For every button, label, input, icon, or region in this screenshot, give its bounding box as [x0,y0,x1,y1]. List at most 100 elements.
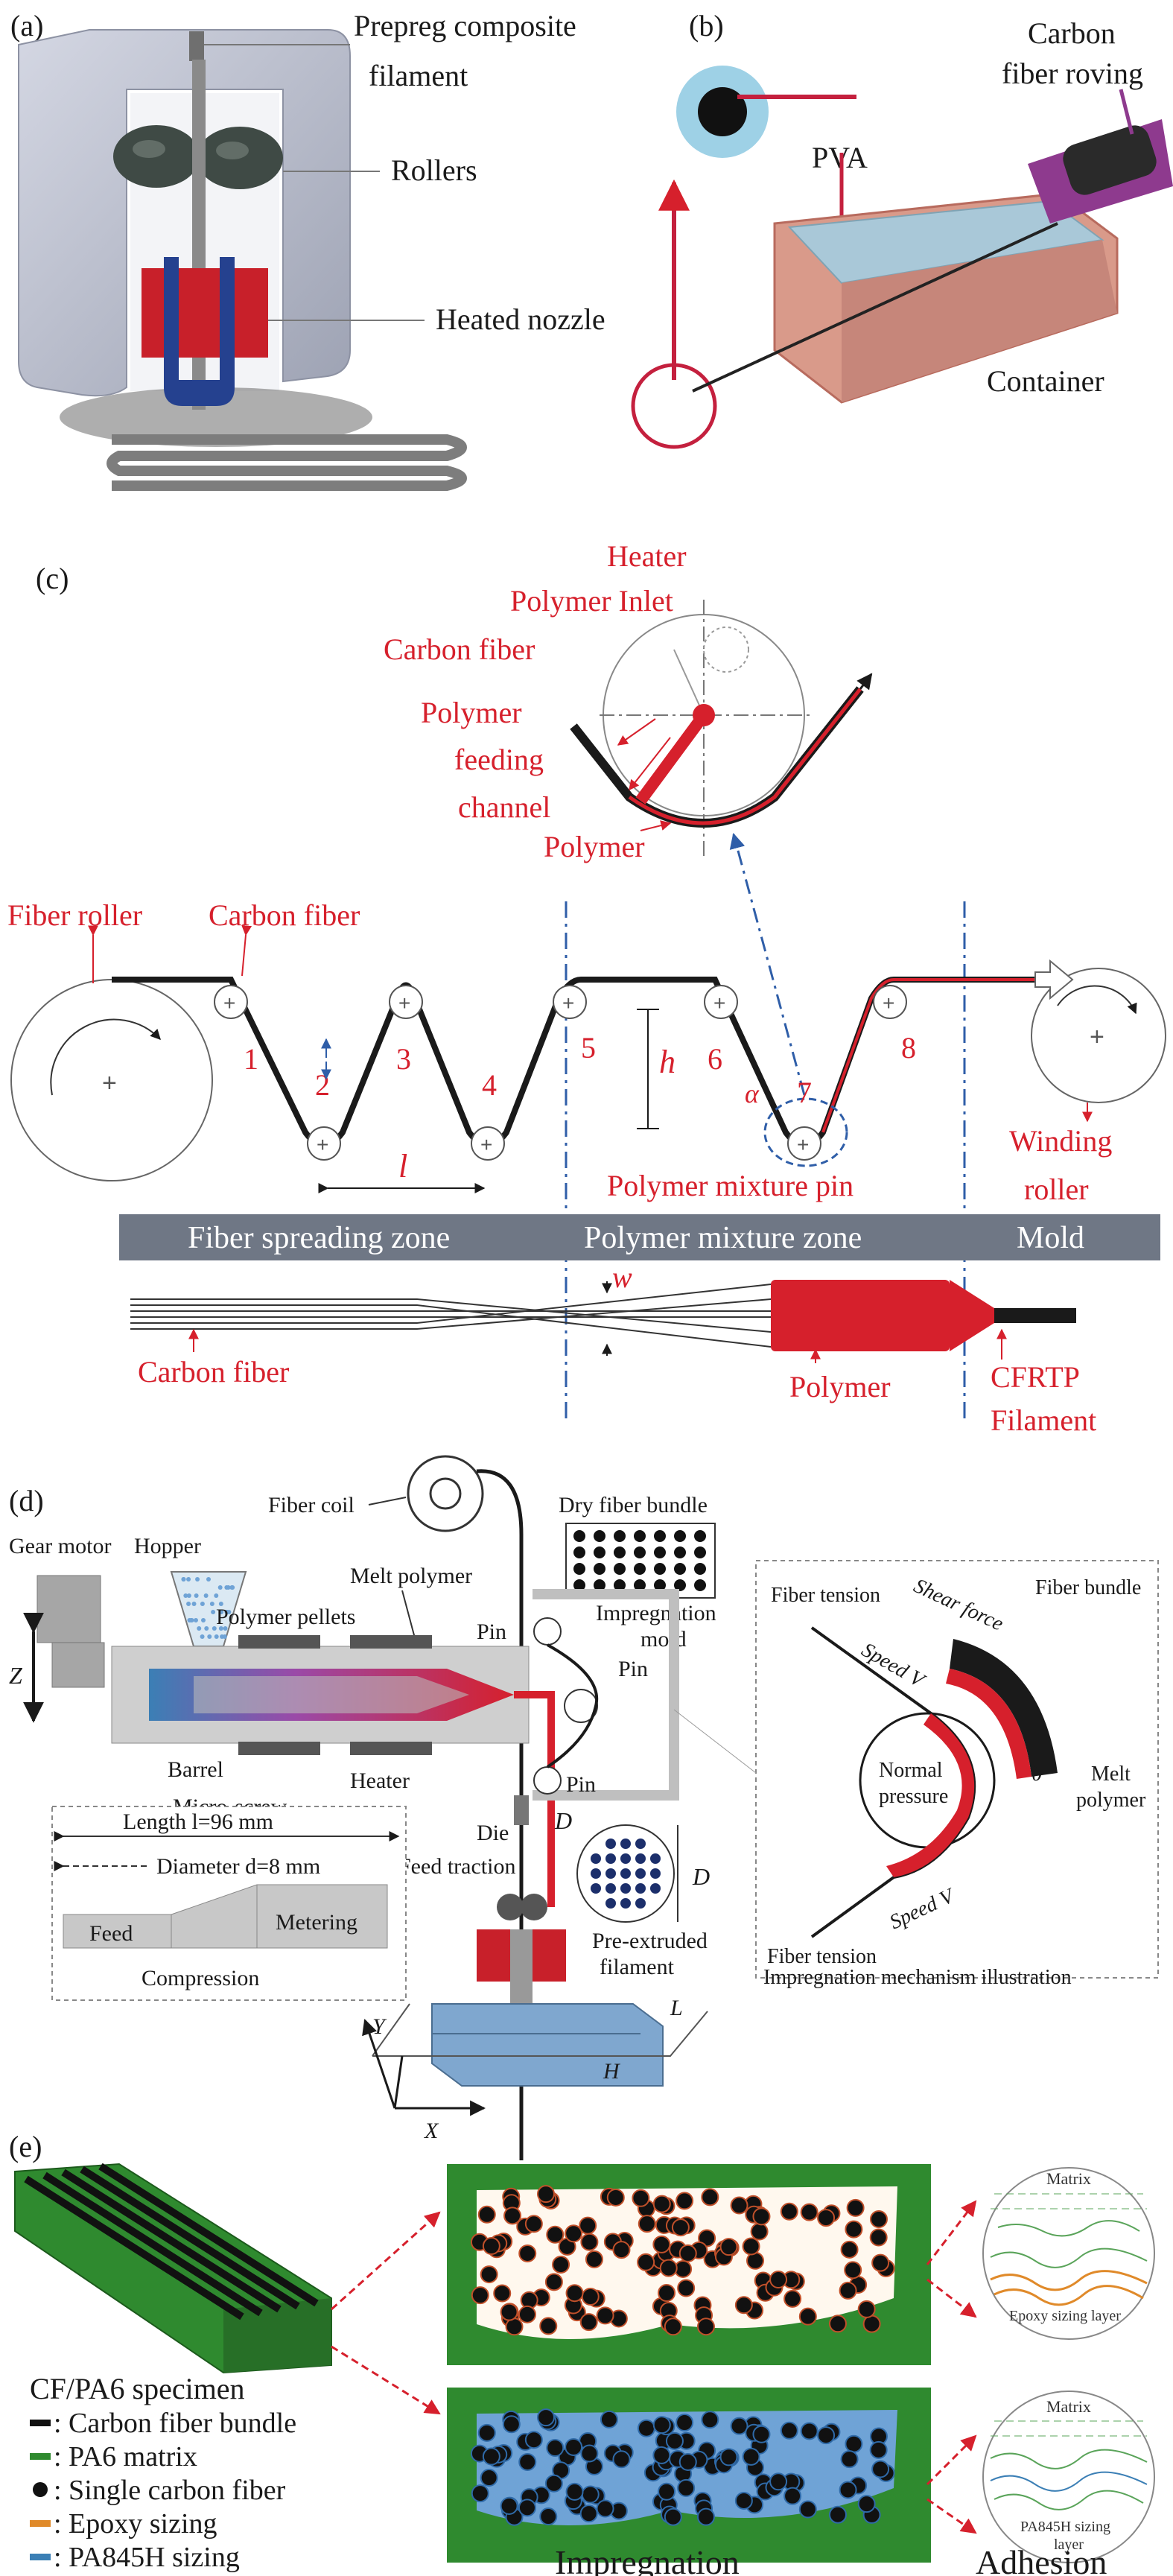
single-fiber-epoxy [500,2303,518,2321]
pin-number-2: 2 [315,1068,330,1102]
filament-label: filament [369,59,468,92]
dry-fiber-dot [654,1563,666,1575]
H-label: H [603,2059,621,2084]
single-fiber-pa845h [546,2439,565,2458]
carbon-fiber-bottom-label: Carbon fiber [138,1355,289,1389]
heated-nozzle-block [142,268,268,358]
single-fiber-pa845h [845,2434,863,2453]
single-fiber-pa845h [677,2478,696,2497]
fiber-bundle-label: Fiber bundle [1035,1576,1141,1599]
fiber-coil-label: Fiber coil [268,1493,355,1517]
pre-extruded-fiber [635,1883,646,1894]
dry-fiber-dot [573,1579,585,1591]
pin-top [533,1617,562,1646]
single-fiber-epoxy [730,2196,748,2215]
single-fiber-epoxy [482,2237,500,2256]
single-fiber-epoxy [546,2225,565,2244]
pins: + + + + + + + + [214,985,907,1161]
feed-zone-label: Feed [89,1921,133,1946]
single-fiber-epoxy [869,2210,888,2229]
single-fiber-epoxy [471,2286,489,2305]
dry-fiber-dot [614,1546,626,1558]
pellet [186,1593,191,1598]
single-fiber-epoxy [652,2195,671,2213]
svg-text:+: + [1090,1023,1104,1051]
pellet [200,1618,206,1622]
fiber-feed-line [476,1469,524,2160]
single-fiber-pa845h [600,2410,618,2429]
panel-c-label: (c) [36,562,69,595]
filament-top [189,31,204,61]
single-fiber-epoxy [828,2315,847,2333]
single-fiber-epoxy [769,2271,788,2289]
polymer-pellets [181,1577,235,1639]
single-fiber-epoxy [742,2237,760,2256]
single-fiber-epoxy [675,2192,694,2210]
pin-2 [307,1126,341,1161]
single-fiber-pa845h [579,2504,598,2523]
single-fiber-pa845h [580,2444,599,2463]
single-fiber-pa845h [596,2499,614,2518]
dry-fiber-dot [614,1563,626,1575]
svg-text:+: + [797,1133,809,1156]
pin-label-1: Pin [477,1619,506,1644]
polymer-feed-2: feeding [454,743,544,776]
single-fiber-pa845h [500,2496,518,2515]
pellet [209,1602,214,1606]
dry-fiber-dot [614,1530,626,1542]
pin-6 [704,985,738,1019]
pa845h-fiber-dots [470,2408,895,2526]
single-fiber-epoxy [552,2255,570,2274]
single-fiber-epoxy [862,2315,881,2333]
legend-pa6: : PA6 matrix [54,2441,197,2472]
zone-mold: Mold [1017,1221,1084,1255]
hopper-label: Hopper [134,1534,201,1558]
legend-single: : Single carbon fiber [54,2475,286,2506]
single-fiber-pa845h [678,2452,697,2471]
die-label: Die [477,1821,509,1845]
pin-5 [553,985,587,1019]
pellet [186,1602,191,1606]
svg-text:+: + [562,992,574,1015]
l-label: l [398,1148,407,1184]
printed-block [431,2003,664,2087]
pellet [230,1585,235,1590]
pellet [207,1634,212,1639]
single-fiber-epoxy [678,2244,697,2262]
pre-extruded-fibers [591,1839,661,1909]
pin-8 [873,985,907,1019]
winding-label-1: Winding [1009,1124,1112,1158]
pellet [197,1626,202,1631]
single-fiber-epoxy [846,2198,865,2217]
legend-swatch-epoxy [30,2520,51,2527]
pre-extruded-fiber [605,1853,616,1864]
pellet [194,1593,199,1598]
single-fiber-epoxy [783,2289,802,2308]
svg-text:+: + [713,992,725,1015]
y-axis-label: Y [372,2014,387,2039]
pin-number-4: 4 [482,1068,497,1102]
pellet [218,1602,223,1606]
pellet [181,1577,186,1582]
barrel-label: Barrel [168,1757,223,1782]
pre-extruded-fiber [591,1883,601,1894]
traction-roller-left [497,1894,524,1920]
pin-number-3: 3 [396,1042,411,1076]
traction-roller-right [521,1894,547,1920]
single-fiber-epoxy [671,2218,690,2237]
single-fiber-pa845h [658,2482,676,2501]
single-fiber-epoxy [480,2265,498,2284]
single-fiber-epoxy [701,2188,719,2207]
pellet [226,1585,231,1590]
heater-label-d: Heater [350,1768,410,1793]
epoxy-layer-label: Epoxy sizing layer [1009,2308,1121,2324]
pre-extruded-fiber [605,1839,616,1849]
carbon-roving-line [692,222,1058,393]
pin-number-1: 1 [244,1042,258,1076]
single-fiber-epoxy [638,2215,656,2233]
dry-fiber-dot [674,1563,686,1575]
pellet [219,1610,224,1614]
panel-b: (b) PVA Carbon fiber roving Container [631,9,1173,449]
single-fiber-epoxy [565,2284,584,2303]
dry-fiber-dot [634,1579,646,1591]
